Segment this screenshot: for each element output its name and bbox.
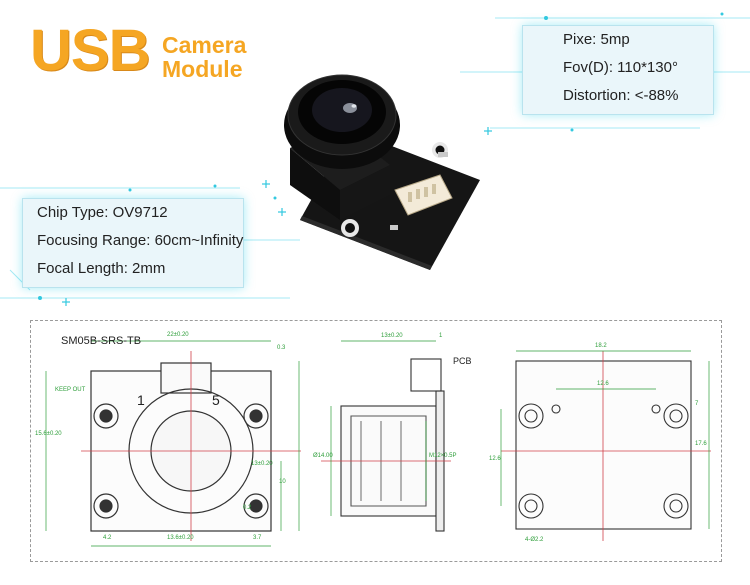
dim-front-width: 22±0.20 (167, 332, 189, 338)
dim-side-diameter: Ø14.00 (313, 453, 333, 459)
side-view (340, 358, 445, 532)
spec-focal-length: Focal Length: 2mm (37, 260, 166, 277)
dim-rear-width: 18.2 (595, 343, 607, 349)
spec-chip-type: Chip Type: OV9712 (37, 204, 168, 221)
dim-side-thickness: 1 (439, 333, 443, 339)
dim-rear-holes: 4-Ø2.2 (525, 537, 544, 543)
camera-module-photo (284, 74, 480, 270)
dim-front-right-gap: 3.7 (253, 535, 262, 541)
dimension-drawings (45, 340, 711, 547)
pcb-label: PCB (453, 356, 472, 366)
spec-panel-left: Chip Type: OV9712 Focusing Range: 60cm~I… (22, 198, 244, 288)
dim-front-offset: 0.3 (277, 345, 286, 351)
dim-rear-offset: 7 (695, 401, 699, 407)
spec-panel-right: Pixe: 5mp Fov(D): 110*130° Distortion: <… (522, 25, 714, 115)
dim-front-height: 15.6±0.20 (35, 431, 62, 437)
connector-label: SM05B-SRS-TB (61, 335, 142, 347)
spec-distortion: Distortion: <-88% (563, 87, 679, 104)
brand-subtitle-line1: Camera (162, 32, 247, 58)
dim-rear-height: 17.6 (695, 441, 707, 447)
pin-last-label: 5 (212, 392, 220, 408)
dim-side-length: 13±0.20 (381, 333, 403, 339)
dim-front-inner: 13±0.20 (251, 461, 273, 467)
brand-subtitle: Camera Module (162, 33, 246, 81)
spec-focusing-range: Focusing Range: 60cm~Infinity (37, 232, 244, 249)
dim-rear-vertical: 12.6 (489, 456, 501, 462)
dim-rear-hole-spacing: 12.6 (597, 381, 609, 387)
dim-front-small: 0.2 (243, 505, 252, 511)
dim-front-ten: 10 (279, 479, 286, 485)
keep-out-label: KEEP OUT (55, 387, 86, 393)
dim-side-thread: M12×0.5P (429, 453, 457, 459)
technical-drawing-panel: SM05B-SRS-TB 1 5 PCB KEEP OUT 22±0.20 0.… (30, 320, 722, 562)
decorative-glow-lines (0, 12, 750, 306)
brand-subtitle-line2: Module (162, 56, 243, 82)
brand-title: USB (30, 18, 150, 83)
pin-first-label: 1 (137, 392, 145, 408)
spec-fov: Fov(D): 110*130° (563, 59, 678, 76)
spec-pixels: Pixe: 5mp (563, 31, 630, 48)
dim-front-bottom: 13.6±0.20 (167, 535, 194, 541)
dim-front-left-gap: 4.2 (103, 535, 112, 541)
